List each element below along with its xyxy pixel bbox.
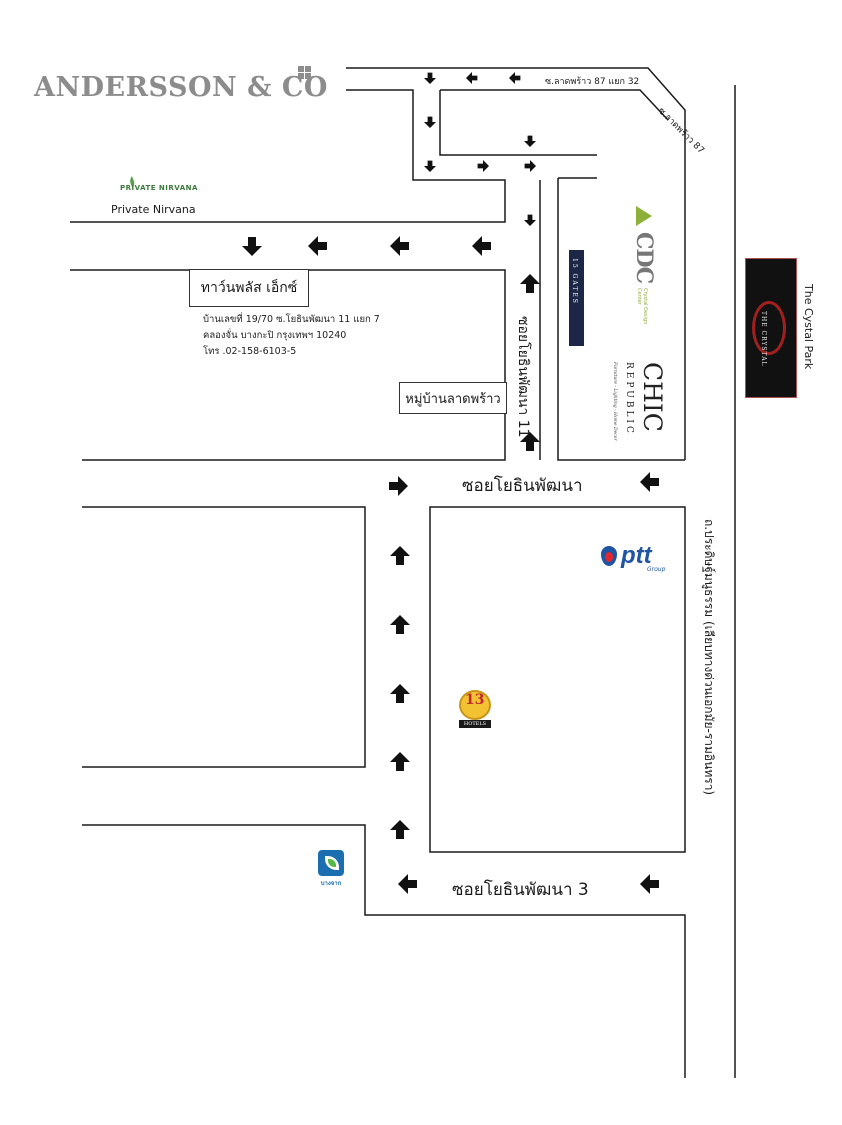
arrow-left-icon [640, 874, 659, 894]
arrow-up-icon [390, 546, 410, 565]
chic-republic-logo: CHIC REPUBLIC Furniture - Lighting - Hom… [598, 362, 668, 452]
ptt-group-text: Group [647, 566, 666, 573]
road-lines [70, 67, 736, 1078]
soi-yothin-label: ซอยโยธินพัฒนา [462, 476, 583, 496]
pradit-road-label: ถ.ประดิษฐ์มนูธรรม (เลียบทางด่วนเอกมัย-รา… [702, 519, 716, 796]
arrow-up-icon [390, 752, 410, 771]
gates-logo-text: 15 GATES [571, 258, 578, 305]
traffic-arrows [242, 71, 659, 894]
arrow-up-icon [520, 274, 540, 293]
cdc-triangle-icon [636, 206, 652, 226]
ptt-logo-text: ptt [621, 542, 652, 569]
hotel-badge-icon [459, 690, 491, 720]
address-line-1: บ้านเลขที่ 19/70 ซ.โยธินพัฒนา 11 แยก 7 [203, 314, 380, 325]
arrow-right-icon [477, 159, 490, 173]
arrow-down-icon [424, 72, 436, 84]
arrow-left-icon [640, 472, 659, 492]
chic-republic-text: REPUBLIC [624, 362, 634, 436]
crystal-logo: THE CRYSTAL [745, 258, 797, 398]
cdc-logo-text: CDC [631, 232, 657, 284]
arrow-up-icon [390, 820, 410, 839]
chic-tagline: Furniture - Lighting - Home Decor [612, 362, 617, 441]
arrow-right-icon [524, 159, 537, 173]
arrow-left-icon [398, 874, 417, 894]
arrow-left-icon [390, 236, 409, 256]
arrow-up-icon [520, 432, 540, 451]
arrow-down-icon [424, 116, 436, 128]
arrow-down-icon [424, 160, 436, 172]
ptt-logo: ptt Group [601, 540, 671, 576]
hotel-13-logo: 13 HOTELS [456, 690, 494, 734]
bangchak-icon [318, 850, 344, 876]
hotel-text: HOTELS [459, 720, 491, 728]
bangchak-logo: บางจาก [316, 850, 346, 890]
arrow-down-icon [524, 135, 536, 147]
brand-name: ANDERSSON & CO [34, 72, 328, 103]
soi-ladprao-87-32-label: ซ.ลาดพร้าว 87 แยก 32 [545, 77, 640, 87]
townplus-x-label: ทาว์นพลัส เอ็กซ์ [189, 269, 309, 307]
private-nirvana-label: Private Nirvana [111, 203, 196, 216]
village-ladprao-label: หมู่บ้านลาดพร้าว [399, 382, 507, 414]
arrow-left-icon [465, 71, 478, 85]
hotel-number: 13 [465, 692, 485, 708]
arrow-right-icon [389, 476, 408, 496]
soi-yothin-11-label: ซอยโยธินพัฒนา 11 [515, 316, 531, 438]
gates-logo: 15 GATES [569, 250, 584, 346]
crystal-logo-text: THE CRYSTAL [760, 311, 767, 367]
arrow-down-icon [242, 237, 262, 256]
address-line-2: คลองจั่น บางกะปิ กรุงเทพฯ 10240 [203, 330, 347, 341]
cdc-logo: CDC Crystal Design Center [630, 206, 660, 326]
private-nirvana-logo: PRIVATE NIRVANA [120, 184, 198, 192]
arrow-left-icon [508, 71, 521, 85]
arrow-down-icon [524, 214, 536, 226]
bangchak-text: บางจาก [320, 880, 342, 887]
private-nirvana-leaf-icon [130, 176, 135, 188]
townplus-address: บ้านเลขที่ 19/70 ซ.โยธินพัฒนา 11 แยก 7 ค… [203, 312, 380, 360]
brand-mark-icon [298, 66, 312, 80]
arrow-up-icon [390, 615, 410, 634]
crystal-park-label: The Cystal Park [802, 284, 815, 370]
crystal-ring-icon [752, 301, 786, 355]
ptt-drop-icon [601, 546, 617, 566]
arrow-left-icon [308, 236, 327, 256]
cdc-logo-subtext: Crystal Design Center [636, 288, 648, 325]
arrow-up-icon [390, 684, 410, 703]
arrow-left-icon [472, 236, 491, 256]
chic-logo-text: CHIC [638, 362, 667, 432]
soi-yothin-3-label: ซอยโยธินพัฒนา 3 [452, 880, 589, 900]
address-line-3: โทร .02-158-6103-5 [203, 346, 297, 357]
